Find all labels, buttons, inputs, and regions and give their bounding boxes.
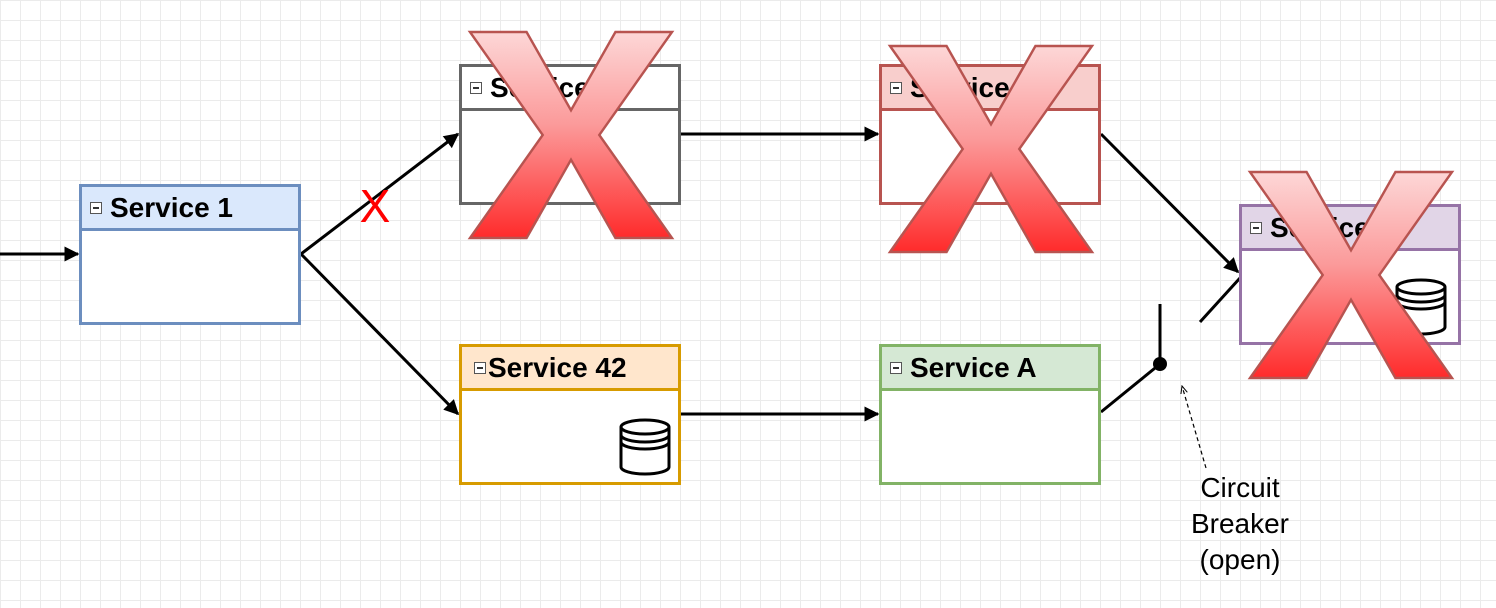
collapse-icon[interactable]	[470, 81, 482, 94]
circuit-breaker-label-line-2: Breaker	[1190, 508, 1290, 539]
edge-service-1-to-service-42[interactable]	[299, 252, 460, 416]
service-x-label: Service X	[490, 71, 617, 103]
service-1-header[interactable]: Service 1	[82, 187, 298, 231]
service-a-body	[882, 391, 1098, 482]
collapse-icon[interactable]	[474, 361, 486, 374]
collapse-icon[interactable]	[890, 81, 902, 94]
service-a-node[interactable]: Service A	[879, 344, 1101, 485]
edge-breaker-to-service-y[interactable]	[1198, 276, 1242, 324]
circuit-breaker-pointer	[1182, 386, 1207, 469]
service-a-label: Service A	[910, 351, 1037, 383]
service-y-header[interactable]: Service Y	[1242, 207, 1458, 251]
circuit-breaker-label-line-1: Circuit	[1200, 472, 1280, 503]
edge-service-f-to-service-y[interactable]	[1099, 132, 1240, 274]
database-icon	[619, 418, 671, 476]
service-y-label: Service Y	[1270, 211, 1396, 243]
service-f-header[interactable]: Service F	[882, 67, 1098, 111]
service-a-header[interactable]: Service A	[882, 347, 1098, 391]
service-1-label: Service 1	[110, 191, 233, 223]
service-x-node[interactable]: Service X	[459, 64, 681, 205]
service-y-body	[1242, 251, 1458, 342]
service-x-header[interactable]: Service X	[462, 67, 678, 111]
circuit-breaker-label-line-3: (open)	[1199, 544, 1281, 575]
service-1-node[interactable]: Service 1	[79, 184, 301, 325]
service-x-body	[462, 111, 678, 202]
edge-service-1-to-service-x[interactable]	[300, 132, 460, 256]
service-f-node[interactable]: Service F	[879, 64, 1101, 205]
service-42-label: Service 42	[488, 351, 627, 383]
service-f-body	[882, 111, 1098, 202]
collapse-icon[interactable]	[890, 361, 902, 374]
edge-service-a-to-breaker[interactable]	[1100, 362, 1161, 414]
service-y-node[interactable]: Service Y	[1239, 204, 1461, 345]
service-42-body	[462, 391, 678, 482]
service-f-label: Service F	[910, 71, 1035, 103]
service-42-header[interactable]: Service 42	[462, 347, 678, 391]
circuit-breaker-label: Circuit Breaker (open)	[1170, 470, 1310, 578]
circuit-breaker-pivot	[1153, 357, 1167, 371]
service-42-node[interactable]: Service 42	[459, 344, 681, 485]
database-icon	[1395, 278, 1447, 336]
service-1-body	[82, 231, 298, 322]
collapse-icon[interactable]	[1250, 221, 1262, 234]
collapse-icon[interactable]	[90, 201, 102, 214]
